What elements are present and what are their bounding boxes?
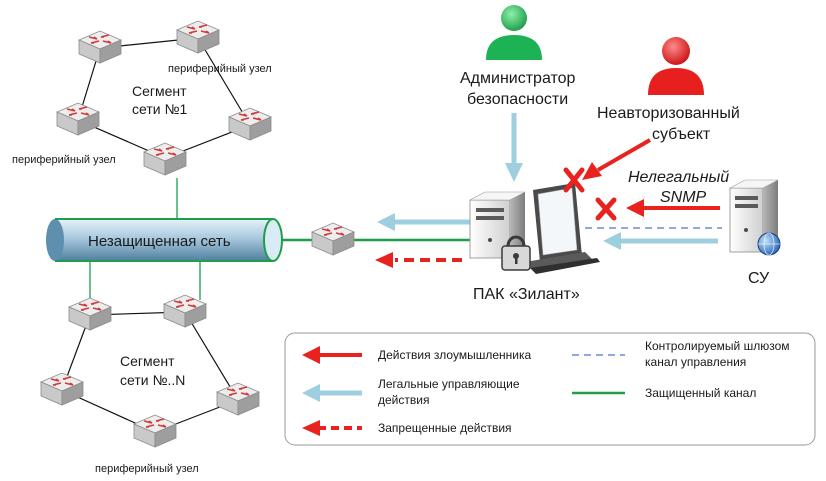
legend-box [284,332,816,446]
legend-forbidden-label: Запрещенные действия [378,421,512,435]
network-switch-icon [176,20,220,54]
unauthorized-person-icon [648,37,704,95]
cross-icon [563,167,585,193]
network-switch-icon [78,30,122,64]
forbidden-arrow-left [375,252,462,268]
segment-top-title: Сегмент [132,83,187,99]
admin-person-icon [486,5,542,60]
peripheral-node-label: периферийный узел [168,63,272,75]
legend-legal-label-line1: Легальные управляющие [378,377,520,391]
legend-legal-swatch [302,384,362,402]
su-label: СУ [748,270,770,287]
legal-arrow-from-su [603,232,718,250]
globe-icon [757,232,781,256]
legal-arrow-left [377,213,472,231]
legend-attack-swatch [302,346,362,364]
snmp-attack-arrow [626,199,720,217]
attack-arrow [582,138,651,180]
snmp-label-line1: Нелегальный [628,169,729,186]
su-server [729,179,781,256]
network-switch-icon [311,222,355,256]
peripheral-node-label: периферийный узел [95,463,199,475]
monitor-icon [525,183,600,274]
segment-bottom-subtitle: сети №..N [120,372,185,388]
peripheral-node-label: периферийный узел [12,154,116,166]
legend-attack-label: Действия злоумышленника [378,348,531,362]
legal-arrow-down [505,113,523,182]
legend-protected-label: Защищенный канал [645,386,756,400]
segment-top-subtitle: сети №1 [132,101,187,117]
legend-controlled-label-line1: Контролируемый шлюзом [645,339,790,353]
legend: Действия злоумышленника Легальные управл… [284,332,816,446]
unprotected-network-pipe: Незащищенная сеть [46,218,283,262]
link-line [184,311,239,401]
legend-legal-label-line2: действия [378,393,429,407]
admin-label-line1: Администратор [460,70,576,87]
network-switch-icon [56,102,100,136]
snmp-label-line2: SNMP [660,189,707,206]
link-line [197,37,251,126]
pipe-label: Незащищенная сеть [88,233,231,250]
network-switch-icon [40,372,84,406]
admin-label-line2: безопасности [467,91,568,108]
legend-controlled-label-line2: канал управления [645,355,746,369]
network-switch-icon [143,142,187,176]
protected-links [89,178,201,302]
network-switch-icon [133,414,177,448]
legend-forbidden-swatch [302,420,362,436]
pak-zilant-server [469,183,600,274]
network-switch-icon [68,297,112,331]
unauth-label-line1: Неавторизованный [597,105,740,122]
segment-bottom-title: Сегмент [120,353,175,369]
network-switch-icon [228,107,272,141]
pak-label: ПАК «Зилант» [473,286,580,303]
cross-icon [595,197,617,221]
padlock-icon [501,235,531,271]
network-switch-icon [216,382,260,416]
unauth-label-line2: субъект [652,126,711,143]
